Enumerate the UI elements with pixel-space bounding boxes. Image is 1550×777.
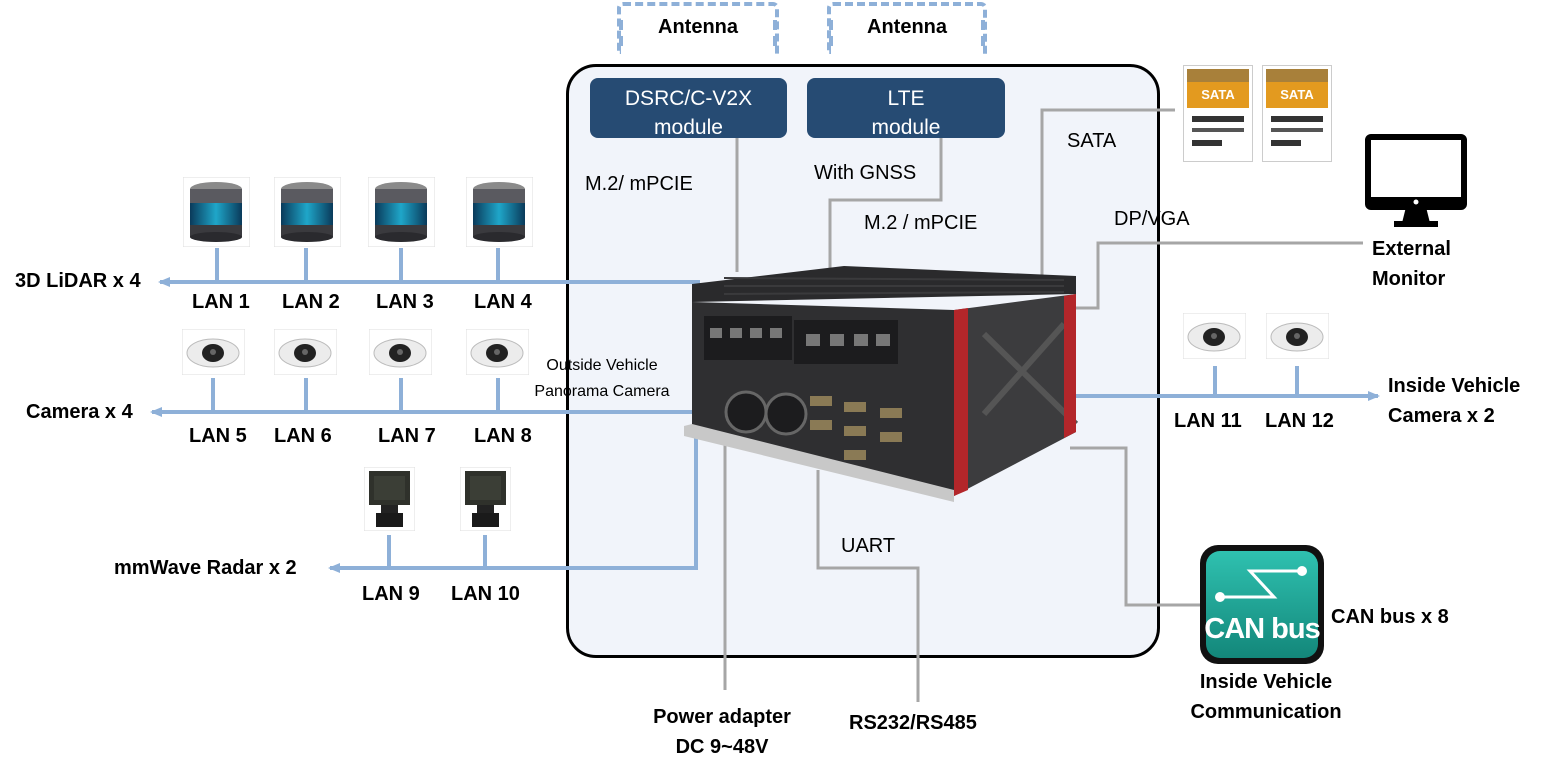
dsrc-module-title: DSRC/C-V2X: [624, 87, 753, 110]
ssd-2-image: SATA: [1262, 65, 1332, 162]
lidar-1-image: [183, 177, 250, 247]
lan-11-label: LAN 11: [1174, 410, 1242, 432]
lan-3-label: LAN 3: [376, 291, 434, 313]
inside-camera-1-image: [1183, 313, 1246, 359]
radar-1-image: [364, 467, 415, 531]
antenna-label: Antenna: [658, 16, 738, 38]
lan-10-label: LAN 10: [451, 583, 520, 605]
antenna-label: Antenna: [867, 16, 947, 38]
can-bus-count-label: CAN bus x 8: [1331, 606, 1449, 628]
camera-4-image: [466, 329, 529, 375]
external-monitor-label-1: External: [1372, 238, 1451, 260]
inside-camera-label-1: Inside Vehicle: [1388, 375, 1521, 397]
ssd-label: SATA: [1187, 82, 1249, 108]
lan-5-label: LAN 5: [189, 425, 247, 447]
dsrc-module: DSRC/C-V2X module: [590, 78, 787, 139]
inside-communication-label-2: Communication: [1190, 701, 1342, 723]
lan-9-label: LAN 9: [362, 583, 420, 605]
ssd-label: SATA: [1266, 82, 1328, 108]
radar-2-image: [460, 467, 511, 531]
outside-camera-label-2: Panorama Camera: [534, 383, 670, 400]
lidar-2-image: [274, 177, 341, 247]
camera-3-image: [369, 329, 432, 375]
can-bus-icon: CAN bus: [1200, 545, 1324, 664]
lan-12-label: LAN 12: [1265, 410, 1334, 432]
dp-vga-label: DP/VGA: [1114, 208, 1190, 230]
m2-mpcie-right-label: M.2 / mPCIE: [864, 212, 978, 234]
can-bus-logo-text: CAN bus: [1204, 613, 1320, 645]
rs232-label: RS232/RS485: [849, 712, 977, 734]
lidar-3-image: [368, 177, 435, 247]
with-gnss-label: With GNSS: [814, 162, 917, 184]
camera-group-label: Camera x 4: [26, 401, 133, 423]
embedded-computer-image: [684, 266, 1079, 502]
inside-camera-2-image: [1266, 313, 1329, 359]
power-adapter-label: Power adapter: [653, 706, 791, 728]
lte-module-title: LTE: [887, 87, 925, 110]
lidar-4-image: [466, 177, 533, 247]
m2-mpcie-left-label: M.2/ mPCIE: [585, 173, 693, 195]
lan-2-label: LAN 2: [282, 291, 340, 313]
outside-camera-label-1: Outside Vehicle: [546, 357, 658, 374]
external-monitor-label-2: Monitor: [1372, 268, 1446, 290]
uart-label: UART: [841, 535, 896, 557]
lan-4-label: LAN 4: [474, 291, 532, 313]
camera-1-image: [182, 329, 245, 375]
lidar-group-label: 3D LiDAR x 4: [15, 270, 141, 292]
lte-module: LTE module: [807, 78, 1005, 139]
sata-label: SATA: [1067, 130, 1117, 152]
inside-communication-label-1: Inside Vehicle: [1199, 671, 1333, 693]
lan-7-label: LAN 7: [378, 425, 436, 447]
inside-camera-label-2: Camera x 2: [1388, 405, 1495, 427]
monitor-icon: [1365, 134, 1467, 227]
lan-1-label: LAN 1: [192, 291, 250, 313]
lan-6-label: LAN 6: [274, 425, 332, 447]
radar-group-label: mmWave Radar x 2: [114, 557, 297, 579]
power-voltage-label: DC 9~48V: [675, 736, 769, 758]
lte-module-sub: module: [871, 116, 941, 139]
lan-8-label: LAN 8: [474, 425, 532, 447]
dsrc-module-sub: module: [654, 116, 723, 139]
ssd-1-image: SATA: [1183, 65, 1253, 162]
camera-2-image: [274, 329, 337, 375]
